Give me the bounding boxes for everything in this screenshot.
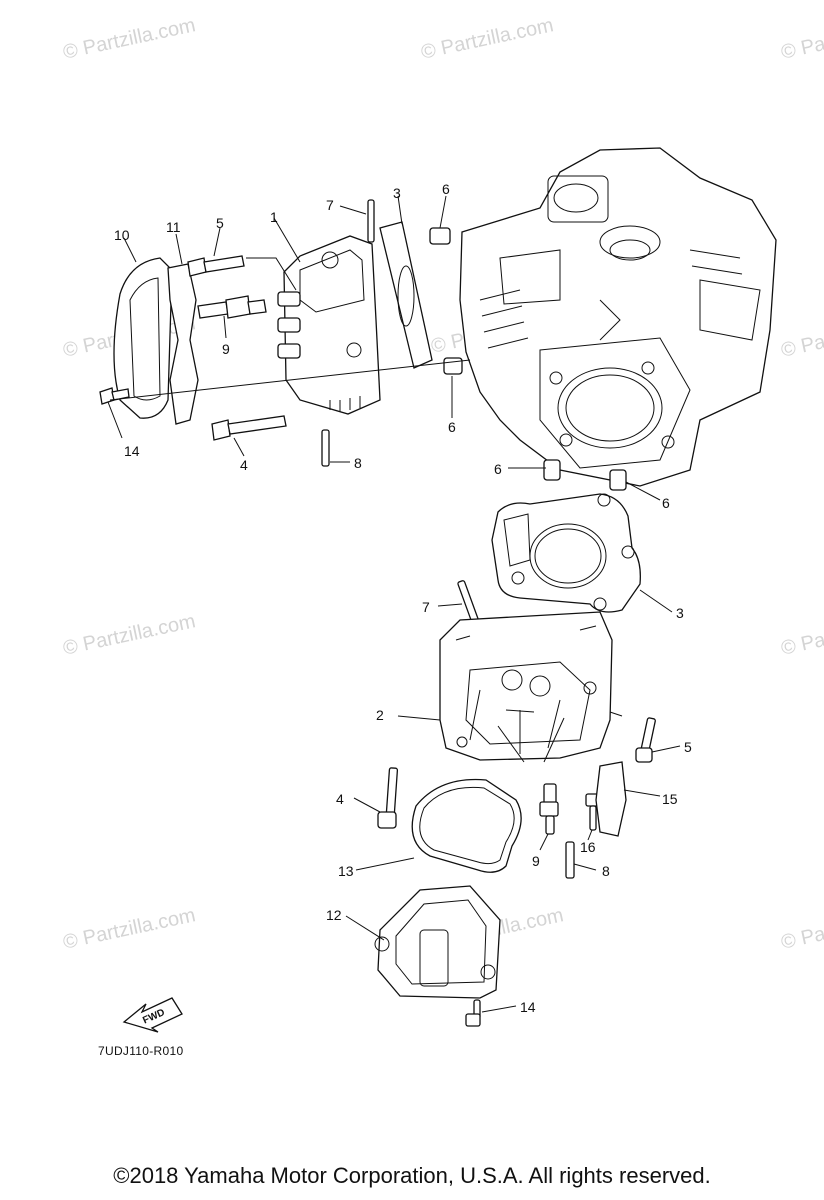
spark-plug-lower	[539, 783, 559, 835]
bolt-4-upper	[211, 415, 287, 441]
callout-1: 1	[270, 209, 278, 225]
callout-14-upper: 14	[124, 443, 140, 459]
dowel-6-a	[429, 227, 451, 245]
bolt-4-lower	[377, 767, 399, 829]
bolt-5-upper	[187, 255, 245, 277]
dowel-6-d	[609, 469, 627, 491]
callout-10: 10	[114, 227, 130, 243]
bolt-14-lower	[465, 999, 481, 1027]
head-cover-gasket-side	[167, 263, 199, 425]
stud-8-upper	[321, 429, 330, 467]
bolt-14-upper	[99, 387, 130, 405]
callout-4-lower: 4	[336, 791, 344, 807]
callout-15: 15	[662, 791, 678, 807]
callout-7-lower: 7	[422, 599, 430, 615]
callout-8-upper: 8	[354, 455, 362, 471]
bolt-5-lower	[635, 717, 656, 763]
copyright-notice: ©2018 Yamaha Motor Corporation, U.S.A. A…	[113, 1163, 711, 1188]
stud-7-upper	[367, 199, 375, 243]
callout-5-lower: 5	[684, 739, 692, 755]
callout-3-upper: 3	[393, 185, 401, 201]
cylinder-head-upper	[277, 235, 381, 415]
diagram-code: 7UDJ110-R010	[98, 1044, 184, 1058]
head-cover-gasket	[411, 778, 522, 873]
leader-lines	[107, 195, 681, 1013]
cylinder-head-gasket-side	[379, 221, 433, 369]
callout-4-upper: 4	[240, 457, 248, 473]
callout-9-upper: 9	[222, 341, 230, 357]
bracket-15	[595, 761, 627, 837]
callout-6-b: 6	[448, 419, 456, 435]
cylinder-head-cover-side	[113, 257, 173, 419]
dowel-6-c	[543, 459, 561, 481]
forward-direction-arrow: FWD	[122, 997, 183, 1033]
callout-16: 16	[580, 839, 596, 855]
callout-6-d: 6	[662, 495, 670, 511]
callout-13: 13	[338, 863, 354, 879]
stud-7-lower	[457, 580, 480, 625]
callout-labels: 1 2 3 3 4 4 5 5 6 6 6 6 7 7 8 8 9 9 10 1…	[114, 181, 692, 1015]
cylinder-head-lower	[439, 611, 613, 761]
callout-3-lower: 3	[676, 605, 684, 621]
callout-6-c: 6	[494, 461, 502, 477]
callout-8-lower: 8	[602, 863, 610, 879]
cylinder-head-cover	[374, 885, 501, 999]
callout-2: 2	[376, 707, 384, 723]
cylinder-head-gasket	[491, 493, 641, 613]
callout-11: 11	[166, 219, 181, 235]
callout-7-upper: 7	[326, 197, 334, 213]
callout-6-a: 6	[442, 181, 450, 197]
callout-9-lower: 9	[532, 853, 540, 869]
callout-12: 12	[326, 907, 342, 923]
alignment-line	[109, 359, 471, 401]
dowel-6-b	[443, 357, 463, 375]
stud-8-lower	[565, 841, 575, 879]
engine-block	[459, 147, 777, 487]
spark-plug-upper	[197, 295, 267, 319]
callout-5-upper: 5	[216, 215, 224, 231]
callout-14-lower: 14	[520, 999, 536, 1015]
